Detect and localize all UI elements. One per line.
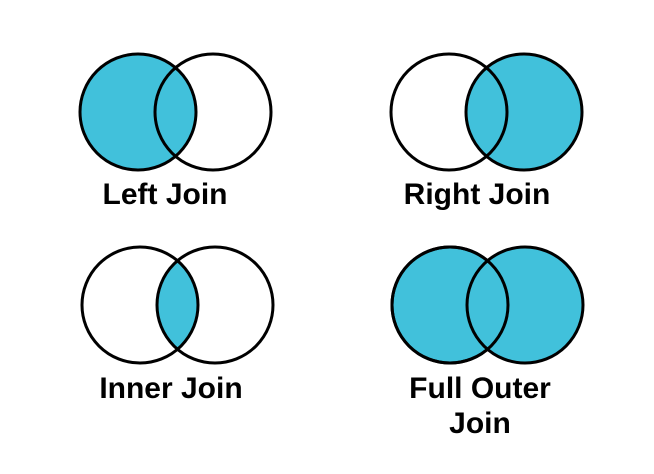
- full-outer-join-label: Full Outer Join: [409, 372, 551, 440]
- right-join-venn-diagram: [389, 52, 584, 172]
- right-circle: [464, 52, 584, 172]
- right-circle: [465, 245, 585, 365]
- intersection-region: [157, 247, 198, 363]
- right-join-label: Right Join: [403, 178, 551, 211]
- left-circle: [80, 245, 200, 365]
- right-circle: [155, 245, 275, 365]
- left-circle-outline: [390, 245, 510, 365]
- left-join-label: Left Join: [102, 178, 228, 211]
- inner-join-venn-diagram: [80, 245, 275, 365]
- inner-join-label: Inner Join: [99, 372, 243, 405]
- full-outer-join-venn-diagram: [390, 245, 585, 365]
- left-circle: [389, 52, 509, 172]
- left-join-venn-diagram: [78, 52, 273, 172]
- left-circle: [78, 52, 198, 172]
- right-circle: [153, 52, 273, 172]
